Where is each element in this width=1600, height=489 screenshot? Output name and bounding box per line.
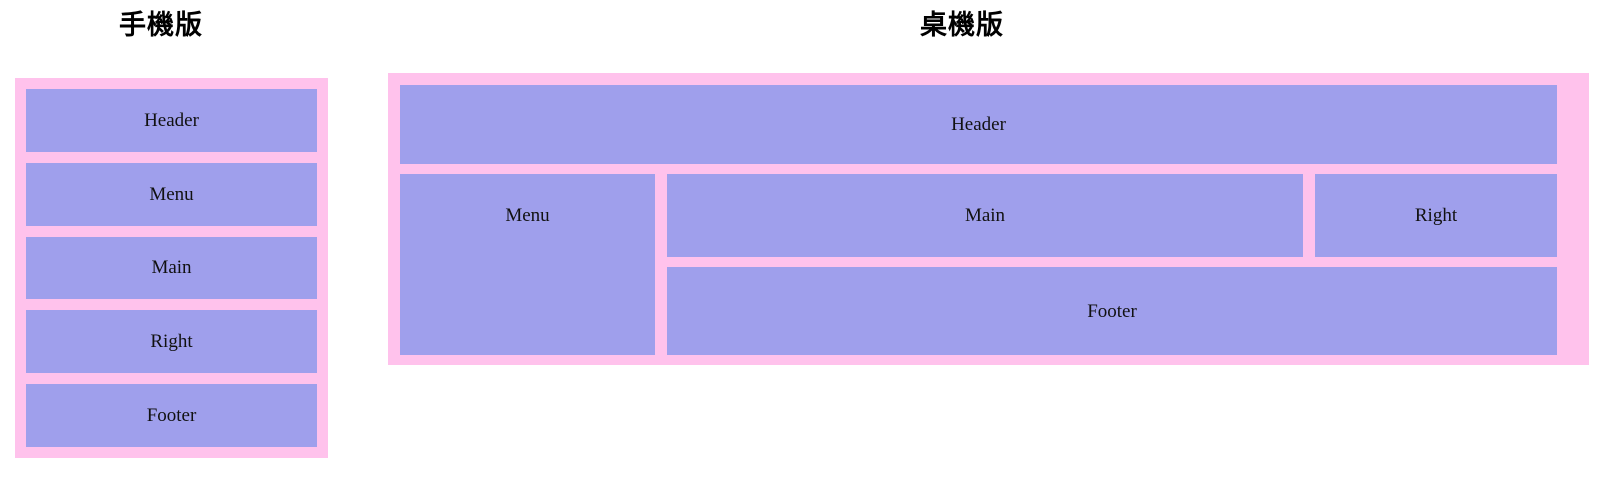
desktop-block-footer-label: Footer: [1087, 300, 1137, 322]
mobile-block-header[interactable]: Header: [26, 89, 317, 152]
mobile-section-title: 手機版: [119, 10, 203, 41]
mobile-block-right-label: Right: [150, 331, 193, 353]
mobile-block-footer-label: Footer: [146, 405, 197, 427]
desktop-block-menu-label: Menu: [505, 205, 550, 226]
desktop-block-header[interactable]: Header: [400, 85, 1557, 164]
mobile-block-footer[interactable]: Footer: [26, 384, 317, 447]
mobile-block-header-label: Header: [144, 109, 199, 131]
desktop-block-right-label: Right: [1414, 205, 1458, 226]
desktop-layout-wireframe: Header Menu Main Right Footer: [388, 73, 1589, 365]
desktop-block-menu[interactable]: Menu: [400, 174, 655, 355]
desktop-block-footer[interactable]: Footer: [667, 267, 1557, 355]
desktop-block-header-label: Header: [951, 114, 1006, 135]
desktop-block-main-label: Main: [964, 205, 1006, 226]
mobile-block-main-label: Main: [151, 257, 192, 279]
mobile-block-main[interactable]: Main: [26, 236, 317, 300]
desktop-block-main[interactable]: Main: [667, 174, 1303, 257]
desktop-block-right[interactable]: Right: [1315, 174, 1557, 257]
mobile-layout-wireframe: Header Menu Main Right Footer: [15, 78, 328, 458]
desktop-section-title: 桌機版: [920, 10, 1004, 41]
mobile-block-menu[interactable]: Menu: [26, 162, 317, 226]
mobile-block-menu-label: Menu: [149, 183, 194, 205]
mobile-block-right[interactable]: Right: [26, 310, 317, 374]
